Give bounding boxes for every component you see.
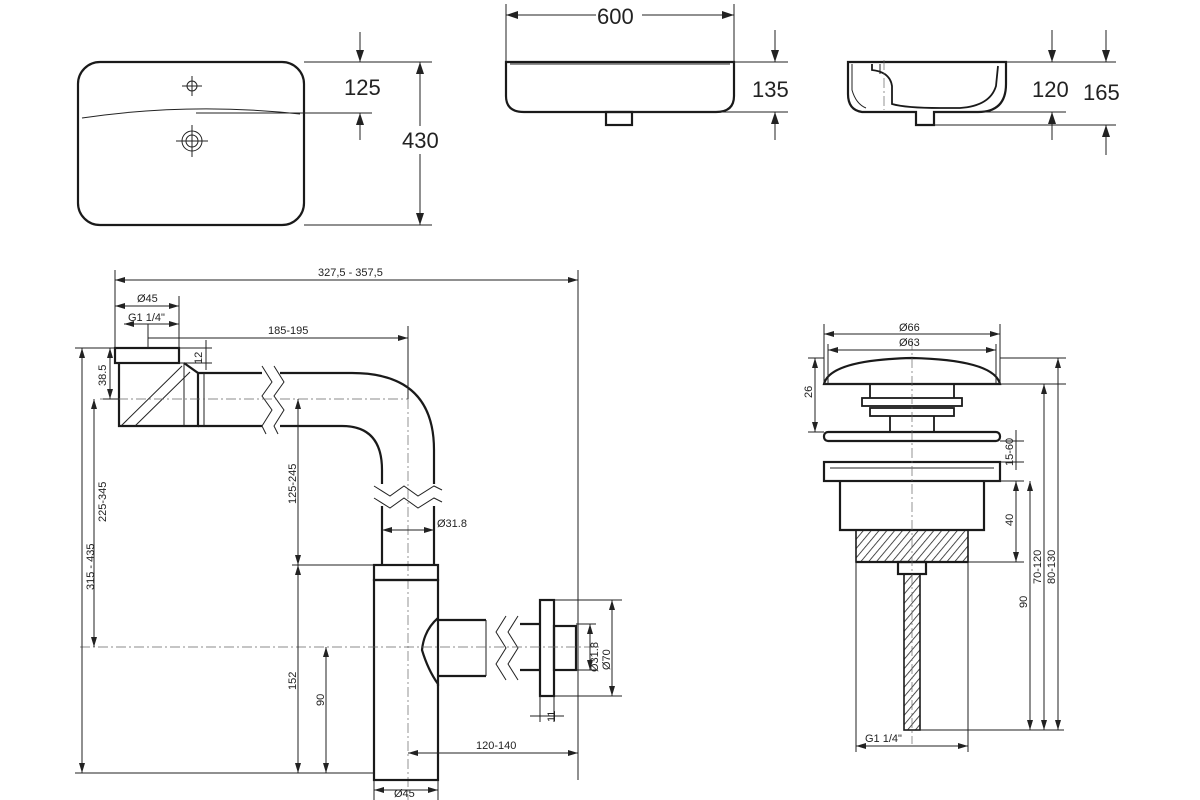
- basin-depth-label: 430: [402, 128, 439, 153]
- siphon-horizontal-run-label: 185-195: [268, 325, 308, 337]
- basin-width-label: 600: [597, 4, 634, 29]
- basin-height-label: 135: [752, 77, 789, 102]
- basin-side-outline: [846, 60, 1008, 127]
- siphon-outlet-axis-label: 90: [315, 694, 327, 706]
- drain-thread-length-label: 40: [1004, 514, 1016, 526]
- siphon-outlet-pipe-diameter-label: Ø31.8: [589, 642, 601, 672]
- siphon-inlet-diameter-label: Ø45: [137, 293, 158, 305]
- siphon-outlet-height-label: 225-345: [97, 482, 109, 522]
- basin-top-view: 125 430: [76, 32, 446, 227]
- drain-gap-label: 15-60: [1004, 438, 1016, 466]
- drain-cap-outer-diameter-label: Ø66: [899, 322, 920, 334]
- siphon-outlet-reach-label: 120-140: [476, 740, 516, 752]
- siphon-elbow-height-label: 38.5: [97, 365, 109, 386]
- siphon-cap-height-label: 12: [193, 352, 205, 364]
- basin-top-outline: [76, 60, 306, 227]
- siphon-pipe-diameter-label: Ø31.8: [437, 518, 467, 530]
- drain-cap-inner-diameter-label: Ø63: [899, 337, 920, 349]
- siphon-outlet-pipe: [420, 617, 440, 686]
- tap-offset-label: 125: [344, 75, 381, 100]
- break-mark-vertical: [373, 485, 443, 497]
- siphon-wall-flange: [538, 598, 556, 698]
- siphon-inlet-thread-label: G1 1/4": [128, 312, 165, 324]
- drain-thread-label: G1 1/4": [865, 733, 902, 745]
- siphon-wall-nut: [552, 624, 578, 672]
- siphon-body-height-label: 152: [287, 672, 299, 690]
- basin-side-section: 120 165: [846, 30, 1120, 155]
- siphon-overall-width-label: 327,5 - 357,5: [318, 267, 383, 279]
- drain-range-b-label: 80-130: [1046, 550, 1058, 584]
- drain-range-a-label: 70-120: [1032, 550, 1044, 584]
- drain-valve-drawing: Ø66 Ø63 26 15-60 40 90: [803, 322, 1066, 752]
- siphon-flange-thickness-label: 11: [546, 711, 558, 722]
- drain-stem-length-label: 90: [1018, 596, 1030, 608]
- drain-cap-height-label: 26: [803, 386, 815, 398]
- side-inner-height-label: 120: [1032, 77, 1069, 102]
- siphon-inlet-cap: [113, 346, 181, 365]
- siphon-flange-diameter-label: Ø70: [601, 649, 613, 670]
- break-mark-horizontal: [261, 365, 273, 435]
- siphon-total-height-label: 315 - 435: [85, 544, 97, 590]
- basin-top-inner-edge: [81, 108, 301, 119]
- side-outer-height-label: 165: [1083, 80, 1120, 105]
- drain-hole-icon: [176, 125, 208, 157]
- siphon-bend: [280, 371, 436, 484]
- siphon-bottle-collar: [372, 563, 440, 582]
- siphon-vertical-pipe-label: 125-245: [287, 464, 299, 504]
- basin-front-view: 600 135: [504, 2, 789, 140]
- siphon-drawing: 327,5 - 357,5 Ø45 G1 1/4" 185-195 12 38.…: [75, 267, 622, 800]
- basin-front-drain: [604, 110, 634, 127]
- tap-hole-icon: [182, 76, 202, 96]
- basin-side-inner: [871, 64, 999, 109]
- siphon-bottle-diameter-label: Ø45: [394, 788, 415, 800]
- basin-front-outline: [504, 60, 736, 114]
- siphon-bottle-body: [372, 578, 440, 782]
